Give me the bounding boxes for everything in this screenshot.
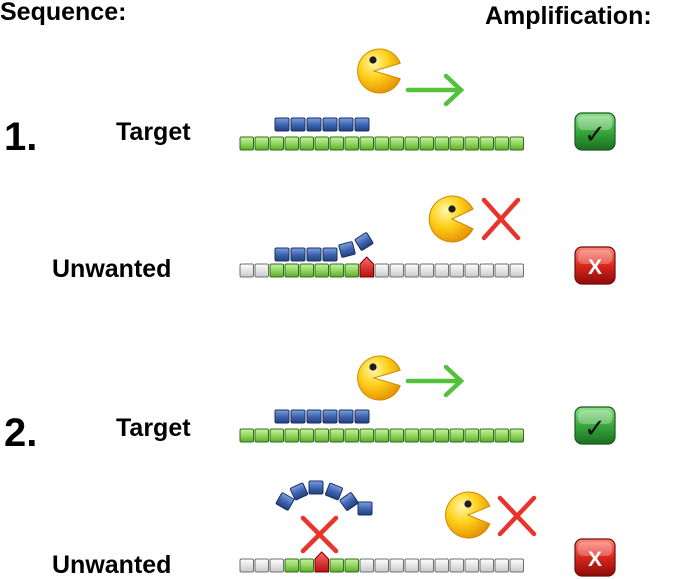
scenario-2-unwanted-label: Unwanted xyxy=(52,551,172,579)
check-badge-icon: ✓ xyxy=(574,406,616,445)
amplification-header: Amplification: xyxy=(485,2,652,30)
scenario-1-target-template xyxy=(239,136,524,151)
scenario-1-unwanted-label: Unwanted xyxy=(52,255,172,283)
blocked-cross-icon xyxy=(497,495,537,537)
scenario-1-target-primer xyxy=(274,117,370,132)
scenario-2-fail-mark: X xyxy=(588,548,602,571)
scenario-2-target-label: Target xyxy=(116,414,191,442)
extension-arrow-icon xyxy=(405,364,465,398)
scenario-2-target-template xyxy=(239,428,524,443)
scenario-2-unbound-primer xyxy=(275,480,373,516)
blocked-cross-icon xyxy=(300,515,339,554)
blocked-cross-icon xyxy=(481,197,521,241)
scenario-1-unwanted-primer xyxy=(274,232,374,262)
scenario-2-check-mark: ✓ xyxy=(584,414,606,444)
polymerase-pacman-icon xyxy=(428,195,474,243)
extension-arrow-icon xyxy=(405,73,465,107)
scenario-2-target-primer xyxy=(274,409,370,424)
scenario-2-unwanted-template xyxy=(239,551,524,573)
polymerase-pacman-icon xyxy=(357,48,401,94)
scenario-1-mismatch-base xyxy=(359,256,374,278)
fail-badge-icon: X xyxy=(574,246,616,285)
polymerase-pacman-icon xyxy=(357,355,401,401)
scenario-1-number: 1. xyxy=(4,115,38,159)
scenario-1-unwanted-template xyxy=(239,256,524,278)
sequence-header: Sequence: xyxy=(0,0,127,26)
polymerase-pacman-icon xyxy=(445,491,491,539)
check-badge-icon: ✓ xyxy=(574,112,616,151)
scenario-2-number: 2. xyxy=(4,411,38,455)
scenario-1-fail-mark: X xyxy=(588,256,602,279)
scenario-1-check-mark: ✓ xyxy=(584,120,606,150)
scenario-1-target-label: Target xyxy=(116,118,191,146)
fail-badge-icon: X xyxy=(574,538,616,577)
scenario-2-mismatch-base xyxy=(314,551,329,573)
